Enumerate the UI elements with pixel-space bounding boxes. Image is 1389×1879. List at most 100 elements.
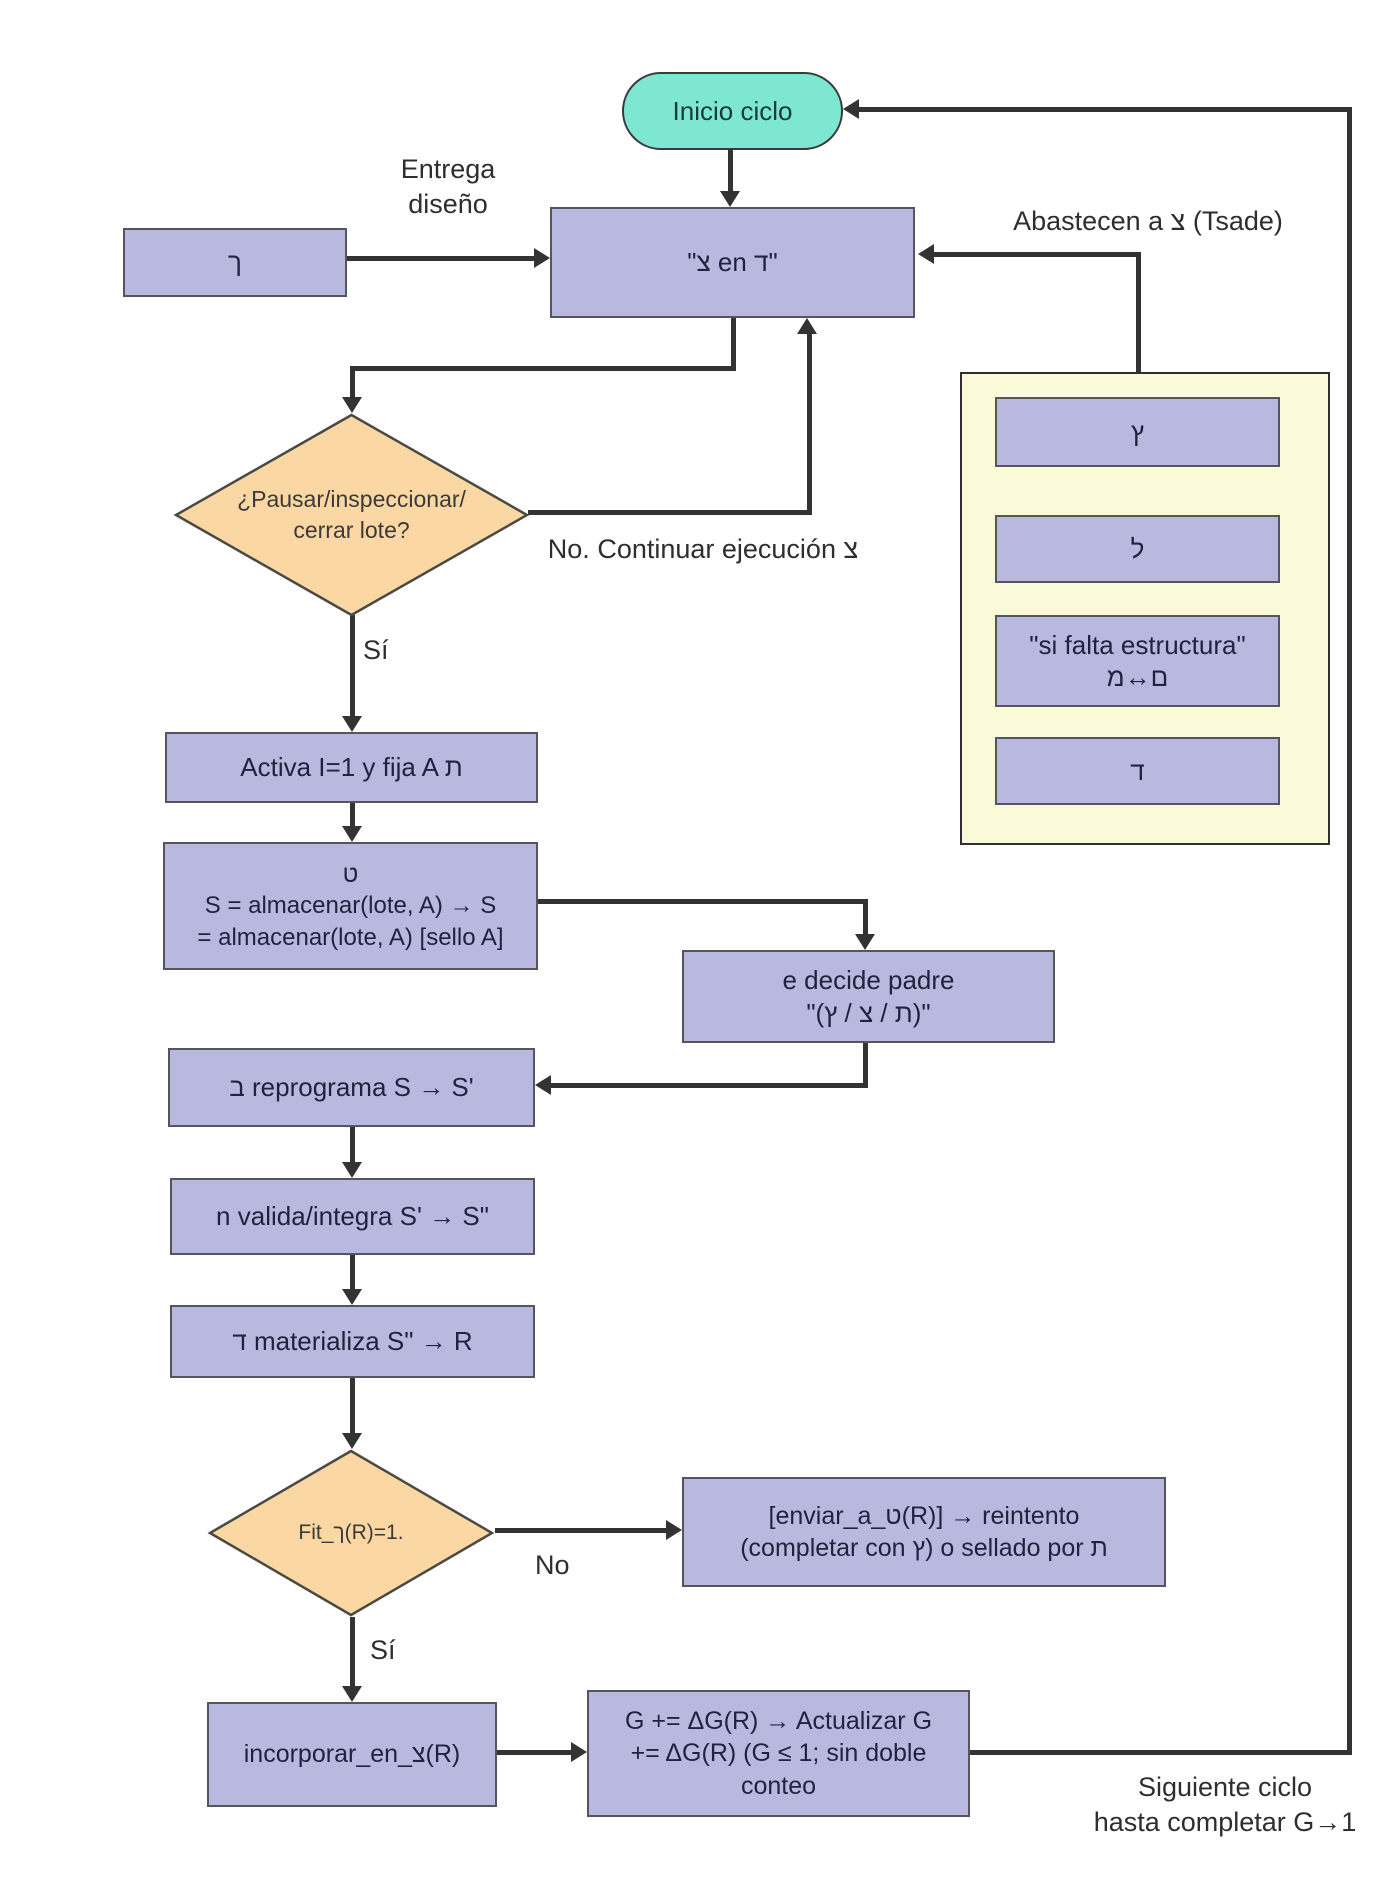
edge-update-to-loop-h bbox=[970, 1750, 1352, 1755]
edge-main-to-pause-v2 bbox=[350, 366, 355, 408]
incorporar-label: incorporar_en_צ(R) bbox=[243, 1740, 461, 1769]
edge-main-to-pause-v1 bbox=[731, 318, 736, 371]
edge-fit-no bbox=[495, 1528, 668, 1533]
fit-diamond-label: Fit_ך(R)=1. bbox=[298, 1521, 404, 1544]
decide-line1: e decide padre bbox=[782, 965, 955, 995]
main-label: "צ en ד" bbox=[687, 247, 778, 278]
activa-label: Activa I=1 y fija A ת bbox=[240, 752, 463, 783]
fit-diamond: Fit_ך(R)=1. bbox=[207, 1449, 495, 1617]
panel-estructura-line1: "si falta estructura" bbox=[1029, 629, 1246, 660]
entrega-line1: Entrega bbox=[400, 154, 496, 184]
pause-diamond-shape bbox=[173, 413, 530, 617]
no-label-2: No bbox=[535, 1550, 570, 1580]
arrowhead-start-to-main bbox=[720, 191, 740, 207]
arrowhead-valida-to-materializa bbox=[342, 1289, 362, 1305]
arrowhead-activa-to-store bbox=[342, 826, 362, 842]
arrowhead-incorporar-to-update bbox=[571, 1742, 587, 1762]
arrowhead-kaf-to-main bbox=[534, 248, 550, 268]
siguiente-line1: Siguiente ciclo bbox=[1137, 1772, 1313, 1802]
edge-valida-to-materializa bbox=[350, 1255, 355, 1291]
decide-line2: "(ץ / צ / ת)" bbox=[806, 997, 931, 1028]
edge-materializa-to-fit bbox=[350, 1378, 355, 1435]
edge-pause-si bbox=[350, 615, 355, 718]
abastecen-label: Abastecen a צ (Tsade) bbox=[1013, 206, 1283, 236]
panel-tsade-final-box: ץ bbox=[995, 397, 1280, 467]
pause-diamond-line2: cerrar lote? bbox=[293, 517, 410, 543]
edge-store-to-decide-h bbox=[538, 899, 868, 904]
store-line3: = almacenar(lote, A) [sello A] bbox=[197, 923, 504, 951]
siguiente-label: Siguiente ciclo hasta completar G→1 bbox=[1020, 1770, 1389, 1839]
arrowhead-no-continuar bbox=[797, 318, 817, 334]
edge-incorporar-to-update bbox=[497, 1750, 573, 1755]
pause-diamond: ¿Pausar/inspeccionar/ cerrar lote? bbox=[173, 413, 530, 617]
si-label-2: Sí bbox=[370, 1635, 396, 1665]
main-box: "צ en ד" bbox=[550, 207, 915, 318]
arrowhead-store-to-decide bbox=[855, 934, 875, 950]
fit-diamond-text: Fit_ך(R)=1. bbox=[207, 1449, 495, 1617]
arrowhead-fit-no bbox=[666, 1520, 682, 1540]
edge-store-to-decide-v bbox=[863, 899, 868, 945]
panel-tsade-final-label: ץ bbox=[1130, 416, 1145, 447]
enviar-box: [enviar_a_ט(R)] → reintento (completar c… bbox=[682, 1477, 1166, 1587]
edge-reprograma-to-valida bbox=[350, 1127, 355, 1164]
siguiente-line2: hasta completar G→1 bbox=[1093, 1806, 1357, 1837]
store-line2: S = almacenar(lote, A) → S bbox=[204, 892, 497, 920]
kaf-label: ך bbox=[228, 247, 242, 278]
pause-diamond-line1: ¿Pausar/inspeccionar/ bbox=[237, 485, 466, 512]
start-label: Inicio ciclo bbox=[672, 95, 793, 126]
edge-decide-to-reprograma-v bbox=[863, 1043, 868, 1088]
fit-diamond-shape bbox=[207, 1449, 495, 1617]
store-box: ט S = almacenar(lote, A) → S = almacenar… bbox=[163, 842, 538, 970]
arrowhead-main-to-pause bbox=[342, 397, 362, 413]
kaf-box: ך bbox=[123, 228, 347, 297]
arrowhead-fit-si bbox=[342, 1686, 362, 1702]
arrowhead-decide-to-reprograma bbox=[535, 1075, 551, 1095]
enviar-line1: [enviar_a_ט(R)] → reintento bbox=[768, 1501, 1080, 1530]
edge-activa-to-store bbox=[350, 803, 355, 828]
arrowhead-loop-to-start bbox=[843, 99, 859, 119]
arrowhead-pause-si bbox=[342, 716, 362, 732]
edge-kaf-to-main bbox=[347, 256, 536, 261]
edge-no-continuar-v bbox=[807, 332, 812, 515]
edge-fit-si bbox=[350, 1617, 355, 1688]
pause-diamond-polygon bbox=[173, 413, 530, 617]
valida-box: n valida/integra S' → S" bbox=[170, 1178, 535, 1255]
arrowhead-panel-to-main bbox=[918, 244, 934, 264]
edge-decide-to-reprograma-h bbox=[550, 1083, 868, 1088]
update-line1: G += ΔG(R) → Actualizar G bbox=[624, 1706, 933, 1735]
edge-start-to-main bbox=[728, 150, 733, 194]
panel-estructura-line2: מ↔ם bbox=[1106, 662, 1169, 692]
panel-estructura-box: "si falta estructura" מ↔ם bbox=[995, 615, 1280, 707]
enviar-line2: (completar con ץ) o sellado por ת bbox=[740, 1534, 1108, 1562]
entrega-label: Entrega diseño bbox=[348, 152, 548, 221]
panel-lamed-box: ל bbox=[995, 515, 1280, 583]
arrowhead-reprograma-to-valida bbox=[342, 1162, 362, 1178]
si-label-1: Sí bbox=[363, 635, 389, 665]
update-line3: conteo bbox=[740, 1771, 817, 1800]
edge-loop-right-v bbox=[1347, 107, 1352, 1755]
incorporar-box: incorporar_en_צ(R) bbox=[207, 1702, 497, 1807]
edge-no-continuar-h bbox=[528, 510, 810, 515]
update-line2: += ΔG(R) (G ≤ 1; sin doble bbox=[630, 1739, 927, 1768]
materializa-box: ד materializa S" → R bbox=[170, 1305, 535, 1378]
panel-lamed-label: ל bbox=[1130, 533, 1145, 564]
reprograma-label: ב reprograma S → S' bbox=[229, 1072, 474, 1103]
update-box: G += ΔG(R) → Actualizar G += ΔG(R) (G ≤ … bbox=[587, 1690, 970, 1817]
activa-box: Activa I=1 y fija A ת bbox=[165, 732, 538, 803]
no-continuar-label: No. Continuar ejecución צ bbox=[547, 534, 859, 564]
fit-diamond-polygon bbox=[207, 1449, 495, 1617]
edge-loop-top-h bbox=[857, 107, 1352, 112]
arrowhead-materializa-to-fit bbox=[342, 1433, 362, 1449]
edge-panel-to-main-v bbox=[1136, 252, 1141, 372]
start-node: Inicio ciclo bbox=[622, 72, 843, 150]
edge-main-to-pause-h bbox=[350, 366, 736, 371]
pause-diamond-text: ¿Pausar/inspeccionar/ cerrar lote? bbox=[173, 413, 530, 617]
decide-box: e decide padre "(ץ / צ / ת)" bbox=[682, 950, 1055, 1043]
edge-panel-to-main-h bbox=[932, 252, 1141, 257]
materializa-label: ד materializa S" → R bbox=[232, 1326, 473, 1357]
valida-label: n valida/integra S' → S" bbox=[216, 1201, 489, 1232]
entrega-line2: diseño bbox=[408, 188, 488, 219]
panel-dalet-box: ד bbox=[995, 737, 1280, 805]
reprograma-box: ב reprograma S → S' bbox=[168, 1048, 535, 1127]
